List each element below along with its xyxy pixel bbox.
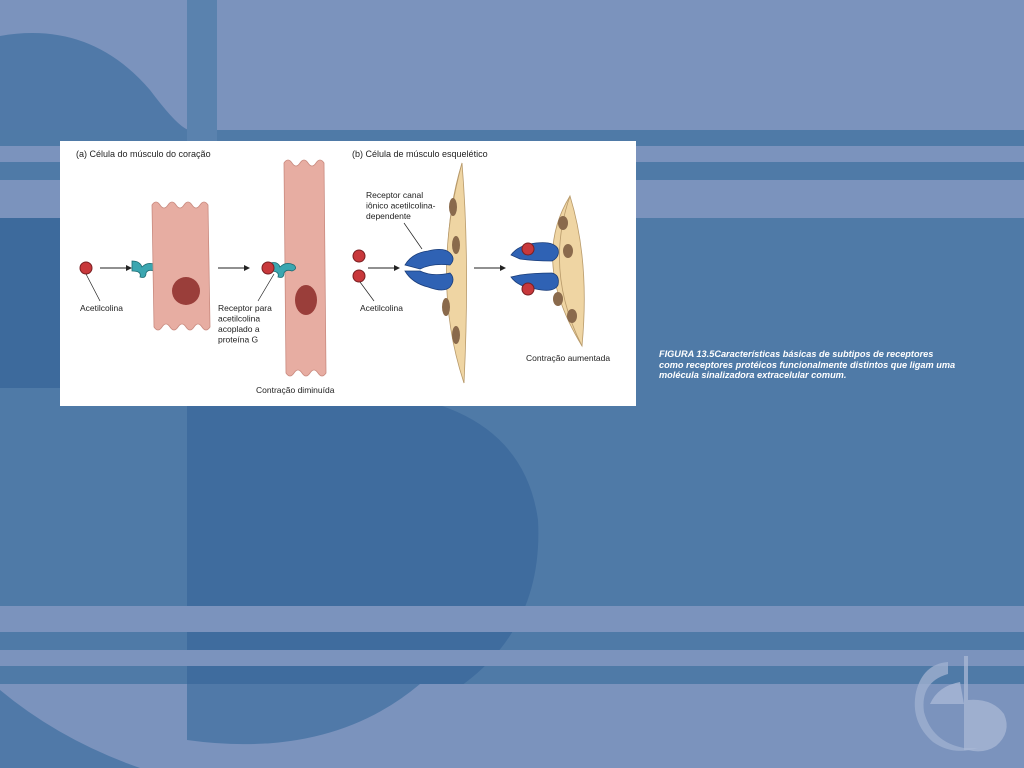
ion-channel-icon	[404, 249, 454, 270]
figure-illustration: (a) Célula do músculo do coração Acetilc…	[76, 149, 610, 395]
logo-icon	[914, 656, 1007, 752]
acetylcholine-molecule	[79, 261, 93, 275]
figure-caption: FIGURA 13.5Características básicas de su…	[659, 349, 959, 381]
panel-a-title: (a) Célula do músculo do coração	[76, 149, 211, 159]
figure-caption-text: Características básicas de subtipos de r…	[659, 349, 956, 381]
panel-b-ligand-label: Acetilcolina	[360, 303, 403, 313]
panel-a-ligand-label: Acetilcolina	[80, 303, 123, 313]
figure-panel: (a) Célula do músculo do coração Acetilc…	[60, 141, 636, 406]
skeletal-cell	[446, 162, 467, 384]
acetylcholine-molecule	[521, 242, 535, 256]
ion-channel-icon	[510, 242, 559, 262]
arrow-icon	[394, 265, 400, 271]
panel-a-result-label: Contração diminuída	[256, 385, 335, 395]
acetylcholine-molecule	[352, 249, 366, 263]
heart-cell-nucleus	[295, 285, 317, 315]
arrow-icon	[126, 265, 132, 271]
panel-a-receptor-label: Receptor para acetilcolina acoplado a pr…	[218, 303, 274, 345]
heart-cell-nucleus	[172, 277, 200, 305]
acetylcholine-molecule	[352, 269, 366, 283]
arrow-icon	[244, 265, 250, 271]
contracted-heart-cell	[283, 159, 327, 377]
acetylcholine-molecule	[521, 282, 535, 296]
panel-b-receptor-label: Receptor canal iônico acetilcolina- depe…	[366, 190, 438, 221]
arrow-icon	[500, 265, 506, 271]
heart-cell	[151, 201, 211, 331]
panel-b-title: (b) Célula de músculo esquelético	[352, 149, 488, 159]
figure-caption-label: FIGURA 13.5	[659, 349, 715, 359]
g-protein-receptor-icon	[269, 262, 296, 278]
panel-b-result-label: Contração aumentada	[526, 353, 610, 363]
acetylcholine-molecule	[261, 261, 275, 275]
